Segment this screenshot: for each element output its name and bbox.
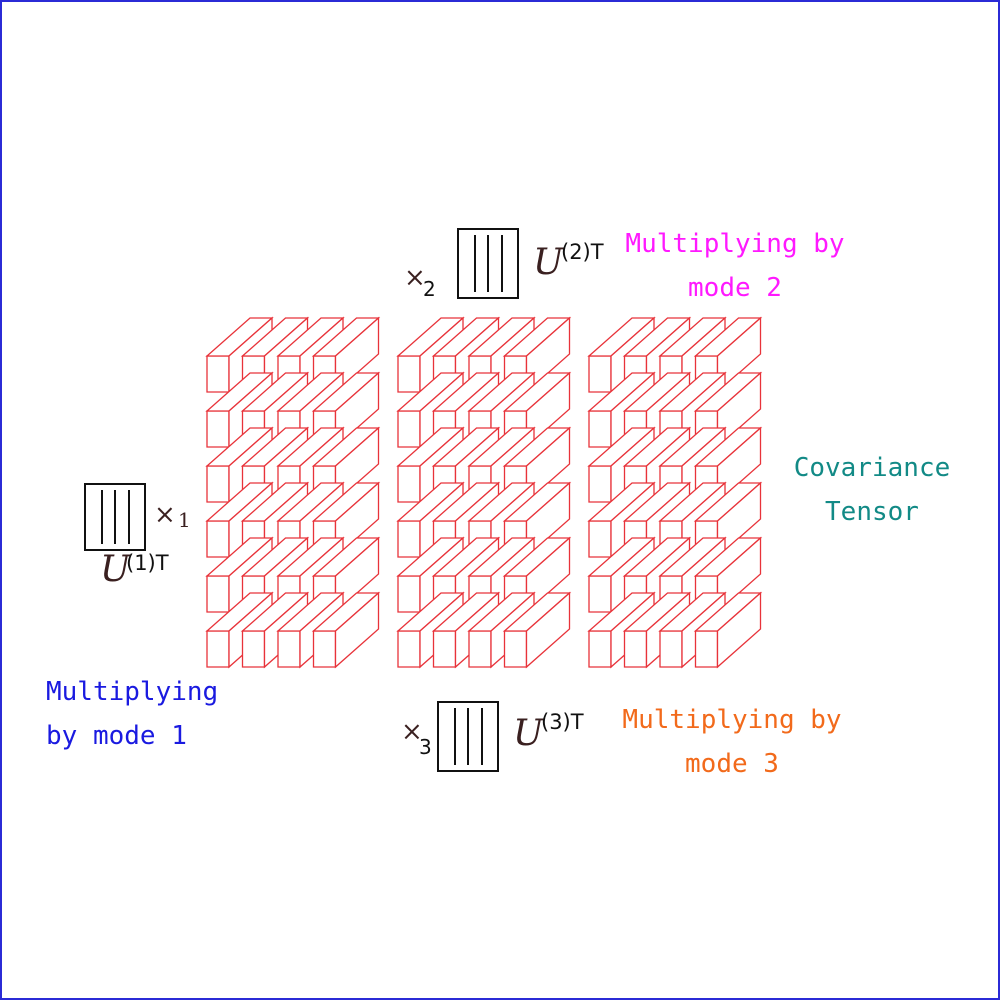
mode2-caption-line2: mode 2 <box>688 273 782 303</box>
mode3-matrix-symbol: U <box>513 713 544 754</box>
mode1-matrix-superscript: (1)T <box>126 551 169 575</box>
mode3-times-operator: × <box>401 717 423 747</box>
tensor-label-line1: Covariance <box>793 453 951 483</box>
mode1-caption: Multiplying by mode 1 <box>46 670 218 758</box>
mode3-caption: Multiplying by mode 3 <box>607 698 857 786</box>
mode2-caption-line1: Multiplying by <box>625 229 845 259</box>
tensor-cuboid-grid <box>205 316 763 669</box>
mode2-matrix-symbol: U <box>533 242 564 283</box>
tensor-cuboid <box>693 591 763 669</box>
mode3-caption-line1: Multiplying by <box>622 705 842 735</box>
mode2-operator-subscript: 2 <box>423 277 436 301</box>
mode1-caption-line2: by mode 1 <box>46 721 187 751</box>
mode2-times-operator: × <box>404 263 426 293</box>
mode2-matrix-icon <box>457 228 519 299</box>
tensor-cuboid <box>311 591 381 669</box>
mode1-operator-subscript: 1 <box>178 508 191 532</box>
mode1-times-operator: × <box>154 500 176 530</box>
tensor-cuboid <box>502 591 572 669</box>
mode2-matrix-superscript: (2)T <box>561 240 604 264</box>
tensor-cuboid <box>205 426 274 504</box>
tensor-label-line2: Tensor <box>825 497 919 527</box>
mode3-matrix-superscript: (3)T <box>541 710 584 734</box>
mode1-matrix-symbol: U <box>100 549 131 590</box>
mode3-operator-subscript: 3 <box>419 735 432 759</box>
mode2-caption: Multiplying by mode 2 <box>610 222 860 310</box>
tensor-label: Covariance Tensor <box>772 446 972 534</box>
mode3-caption-line2: mode 3 <box>685 749 779 779</box>
mode1-matrix-icon <box>84 483 146 551</box>
mode3-matrix-icon <box>437 701 499 772</box>
mode1-caption-line1: Multiplying <box>46 677 219 707</box>
